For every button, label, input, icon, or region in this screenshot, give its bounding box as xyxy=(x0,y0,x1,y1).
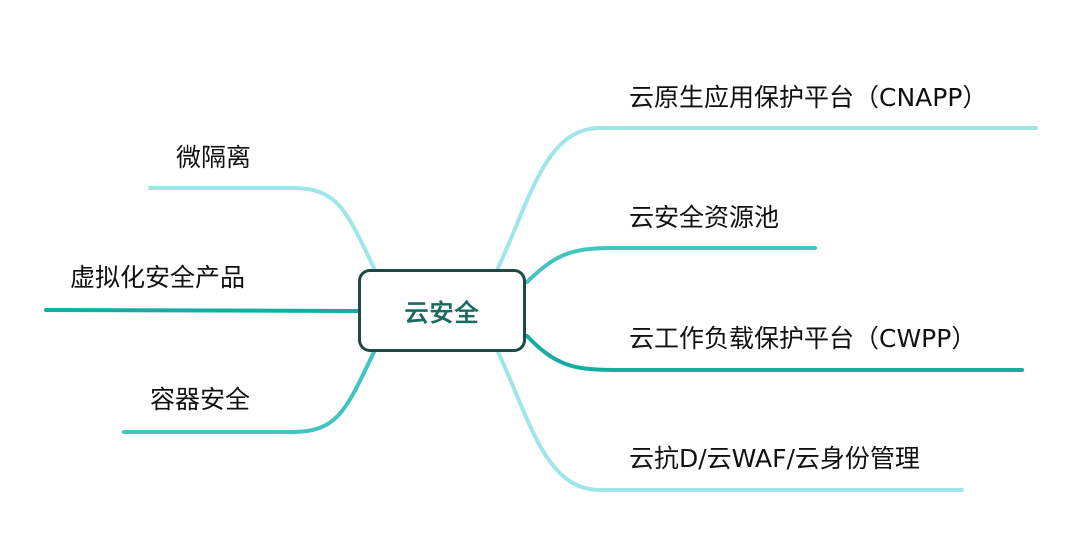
branch-label-virtual-security: 虚拟化安全产品 xyxy=(70,263,246,292)
link-right-waf xyxy=(496,350,964,492)
branch-label-cnapp: 云原生应用保护平台（CNAPP） xyxy=(629,83,988,112)
center-node-label: 云安全 xyxy=(404,299,480,327)
link-left-virtual xyxy=(44,308,360,313)
branch-label-microseg: 微隔离 xyxy=(176,143,252,172)
link-left-container xyxy=(122,350,376,434)
link-right-cwpp xyxy=(525,334,1024,372)
link-right-cnapp xyxy=(496,126,1038,270)
branch-label-ddos-waf-iam: 云抗D/云WAF/云身份管理 xyxy=(629,444,920,473)
link-left-microseg xyxy=(148,186,376,270)
center-node: 云安全 xyxy=(358,269,526,352)
branch-label-cwpp: 云工作负载保护平台（CWPP） xyxy=(629,324,977,353)
link-right-pool xyxy=(525,246,817,284)
branch-label-resource-pool: 云安全资源池 xyxy=(629,203,780,232)
branch-label-container-security: 容器安全 xyxy=(150,385,251,414)
